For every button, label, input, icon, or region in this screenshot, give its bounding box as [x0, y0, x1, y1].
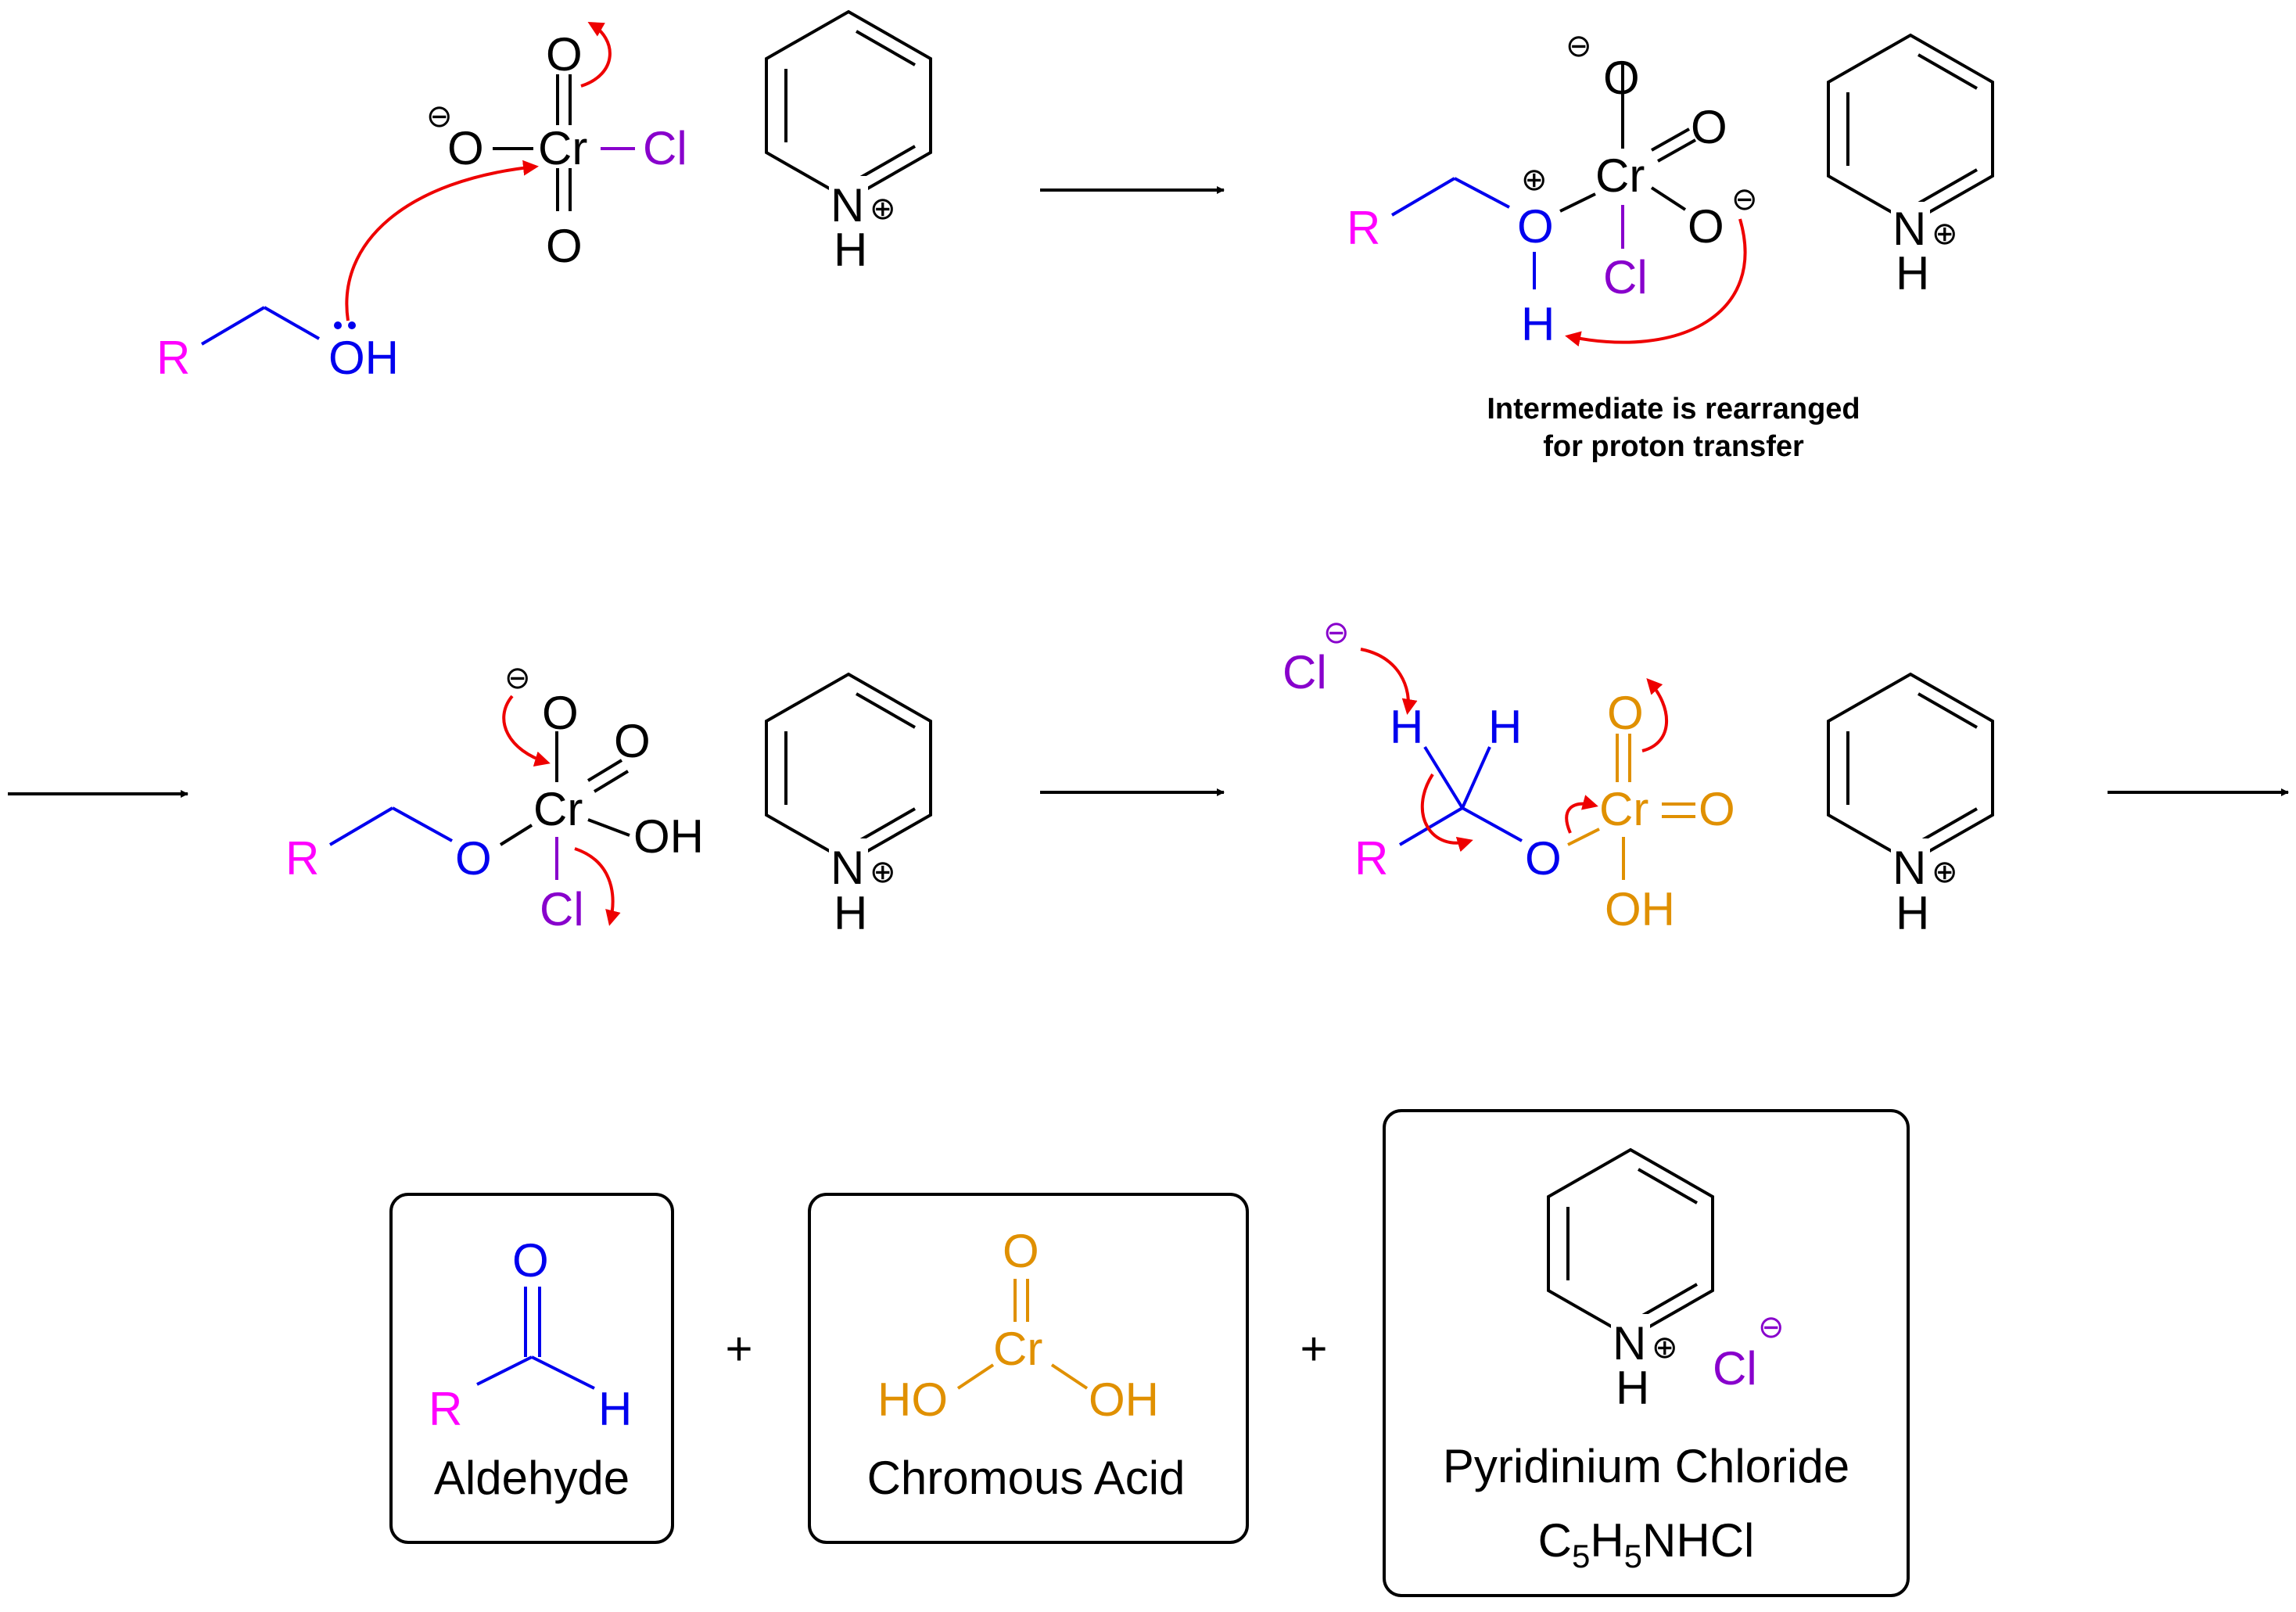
product-pyridinium-chloride-box: N ⊕ H Cl ⊖ Pyridinium Chloride C5H5NHCl [1383, 1109, 1910, 1597]
electron-arrow [1641, 678, 1668, 752]
oxygen-atom: O [1691, 101, 1727, 153]
plus-sign: + [1300, 1323, 1327, 1375]
pyridinium-2: N ⊕ H [1827, 33, 1994, 300]
pyridinium-chloride-formula: C5H5NHCl [1538, 1514, 1755, 1574]
oxygen-atom: O [1517, 200, 1554, 253]
oxygen-atom: O [542, 687, 579, 739]
chlorine-atom: Cl [643, 122, 687, 174]
nitrogen-atom: N [1892, 842, 1926, 894]
alkyl-group-r: R [1354, 832, 1388, 885]
oxygen-atom: O [546, 28, 583, 81]
negative-charge-icon: ⊖ [426, 99, 453, 134]
product-chromous-acid-box: O Cr HO OH Chromous Acid [808, 1193, 1249, 1544]
nitrogen-atom: N [1613, 1317, 1646, 1370]
step2-intermediate: R ⊕ O H Cr O ⊖ O O ⊖ Cl [1347, 29, 1758, 350]
lone-pair-dot [334, 321, 342, 329]
step3-chromate-ester: R O Cr O ⊖ O OH Cl [285, 661, 704, 935]
chlorine-atom: Cl [1713, 1342, 1757, 1395]
hydrogen-atom: H [834, 887, 867, 939]
pyridinium-1: N ⊕ H [765, 9, 932, 276]
negative-charge-icon: ⊖ [1758, 1310, 1785, 1345]
positive-charge-icon: ⊕ [1932, 855, 1958, 889]
chlorine-atom: Cl [540, 883, 584, 935]
step1-alcohol: R OH [156, 306, 399, 384]
electron-arrow [580, 22, 612, 88]
hydrogen-atom: H [1896, 887, 1929, 939]
alkyl-group-r: R [429, 1383, 462, 1435]
positive-charge-icon: ⊕ [1652, 1330, 1678, 1365]
chromium-atom: Cr [1595, 149, 1645, 202]
positive-charge-icon: ⊕ [870, 855, 896, 889]
nitrogen-atom: N [1892, 203, 1926, 255]
hydrogen-atom: H [1896, 247, 1929, 300]
chlorine-atom: Cl [1603, 251, 1648, 303]
electron-arrow [1565, 795, 1598, 834]
hydrogen-atom: H [1616, 1362, 1649, 1414]
hydroxyl-group: OH [328, 332, 399, 384]
nitrogen-atom: N [831, 842, 864, 894]
electron-arrow [1420, 773, 1473, 853]
hydrogen-atom: H [598, 1383, 632, 1435]
oxygen-atom: O [512, 1234, 549, 1287]
oxygen-atom: O [447, 122, 484, 174]
chromium-atom: Cr [993, 1323, 1042, 1375]
pyridinium-4: N ⊕ H [1827, 672, 1994, 939]
oxygen-atom: O [614, 715, 651, 767]
electron-arrow [502, 695, 551, 767]
intermediate-note: Intermediate is rearranged [1487, 393, 1860, 425]
hydrogen-atom: H [834, 224, 867, 276]
alkyl-group-r: R [1347, 202, 1380, 254]
hydroxyl-group: OH [633, 810, 704, 863]
hydrogen-atom: H [1521, 298, 1555, 350]
positive-charge-icon: ⊕ [870, 192, 896, 226]
oxygen-atom: O [1607, 687, 1644, 739]
electron-arrow [345, 160, 539, 321]
plus-sign: + [725, 1323, 752, 1375]
aldehyde-label: Aldehyde [434, 1452, 630, 1504]
oxygen-atom: O [455, 832, 492, 885]
step4-elimination: Cl ⊖ R H H O Cr O O OH [1283, 616, 1735, 935]
pyridinium-chloride-label: Pyridinium Chloride [1443, 1440, 1849, 1492]
oxygen-atom: O [1699, 783, 1735, 835]
product-aldehyde-box: O R H Aldehyde [389, 1193, 674, 1544]
electron-arrow [1565, 218, 1747, 347]
intermediate-note: for proton transfer [1543, 430, 1804, 463]
alkyl-group-r: R [285, 832, 319, 885]
oxygen-atom: O [1688, 200, 1724, 253]
negative-charge-icon: ⊖ [1566, 29, 1592, 63]
step1-pcc-reagent: ⊖ O Cr Cl O O [345, 22, 687, 321]
electron-arrow [1360, 648, 1418, 715]
chromium-atom: Cr [533, 783, 583, 835]
chlorine-atom: Cl [1283, 646, 1327, 698]
chromous-acid-label: Chromous Acid [867, 1452, 1186, 1504]
negative-charge-icon: ⊖ [1731, 182, 1758, 217]
negative-charge-icon: ⊖ [504, 661, 531, 695]
oxygen-atom: O [1525, 832, 1562, 885]
pyridinium-3: N ⊕ H [765, 672, 932, 939]
oxygen-atom: O [1003, 1225, 1039, 1277]
oxygen-atom: O [546, 220, 583, 272]
hydroxyl-group: OH [1089, 1373, 1159, 1426]
positive-charge-icon: ⊕ [1932, 217, 1958, 251]
nitrogen-atom: N [831, 179, 864, 232]
chromium-atom: Cr [1599, 783, 1648, 835]
positive-charge-icon: ⊕ [1521, 163, 1548, 197]
chromium-atom: Cr [538, 122, 587, 174]
negative-charge-icon: ⊖ [1323, 616, 1350, 650]
hydroxyl-group: OH [1605, 883, 1675, 935]
electron-arrow [574, 847, 621, 926]
oxygen-atom: O [1603, 52, 1640, 104]
lone-pair-dot [348, 321, 356, 329]
alkyl-group-r: R [156, 332, 190, 384]
hydroxyl-group: HO [877, 1373, 948, 1426]
hydrogen-atom: H [1488, 701, 1522, 753]
